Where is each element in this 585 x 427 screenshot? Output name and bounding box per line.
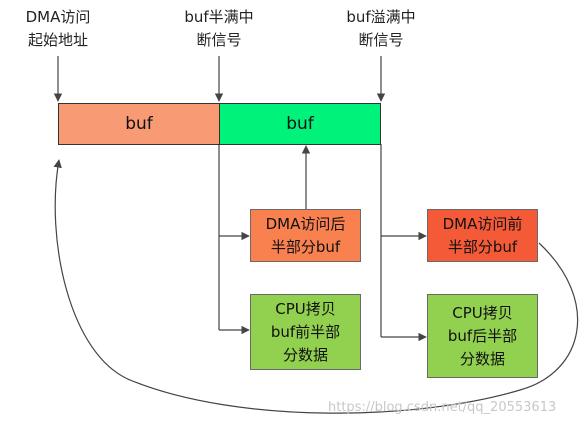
overflow-interrupt-label: buf溢满中 断信号 (346, 8, 416, 49)
watermark: https://blog.csdn.net/qq_20553613 (328, 400, 557, 415)
loop-back-arc (53, 159, 578, 414)
dma-access-start-label: DMA访问 起始地址 (25, 8, 91, 49)
cpu-copy-second-half-box: CPU拷贝 buf后半部 分数据 (427, 294, 538, 378)
dma-access-first-half-box: DMA访问前 半部分buf (427, 209, 538, 262)
half-full-interrupt-label: buf半满中 断信号 (184, 8, 254, 49)
cpu-copy-first-half-box: CPU拷贝 buf前半部 分数据 (250, 294, 361, 370)
connector-overflow-to-dma-first (380, 144, 427, 241)
dma-access-second-half-box: DMA访问后 半部分buf (250, 209, 361, 262)
connector-half-to-dma-second (218, 144, 250, 241)
buffer-second-half: buf (219, 103, 381, 145)
buffer-first-half: buf (58, 103, 220, 145)
